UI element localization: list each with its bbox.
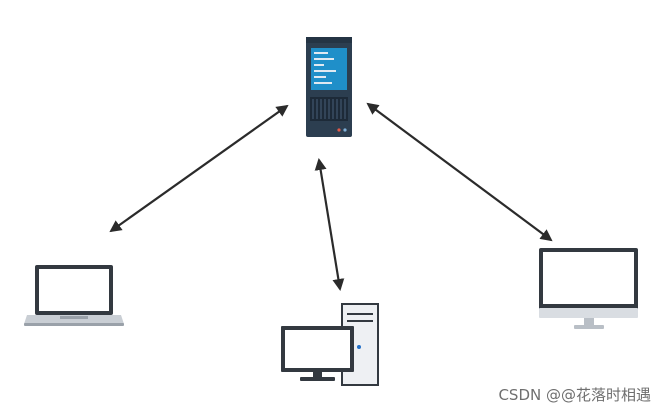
arrow-server-laptop (109, 104, 289, 233)
monitor-icon (539, 248, 638, 329)
arrow-server-desktop (314, 158, 345, 291)
arrow-server-monitor (366, 102, 553, 242)
desktop-pc-icon (281, 303, 379, 386)
server-icon (306, 37, 352, 137)
watermark-text: CSDN @@花落时相遇 (498, 386, 651, 404)
laptop-icon (24, 265, 124, 326)
